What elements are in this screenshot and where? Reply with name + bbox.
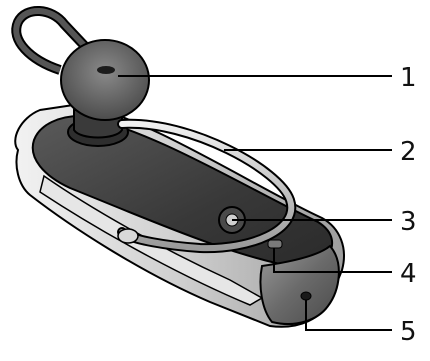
ear-hook-tip [118, 229, 138, 243]
callout-4: 4 [400, 259, 417, 289]
indicator-light [268, 240, 282, 248]
callout-3: 3 [400, 207, 417, 237]
charger-port [301, 292, 311, 300]
callout-labels: 1 2 3 4 5 [400, 63, 417, 347]
earpiece-cap [61, 40, 149, 120]
callout-5: 5 [400, 317, 417, 347]
callout-1: 1 [400, 63, 417, 93]
callout-2: 2 [400, 137, 417, 167]
earpiece-speaker-slot [97, 66, 115, 74]
